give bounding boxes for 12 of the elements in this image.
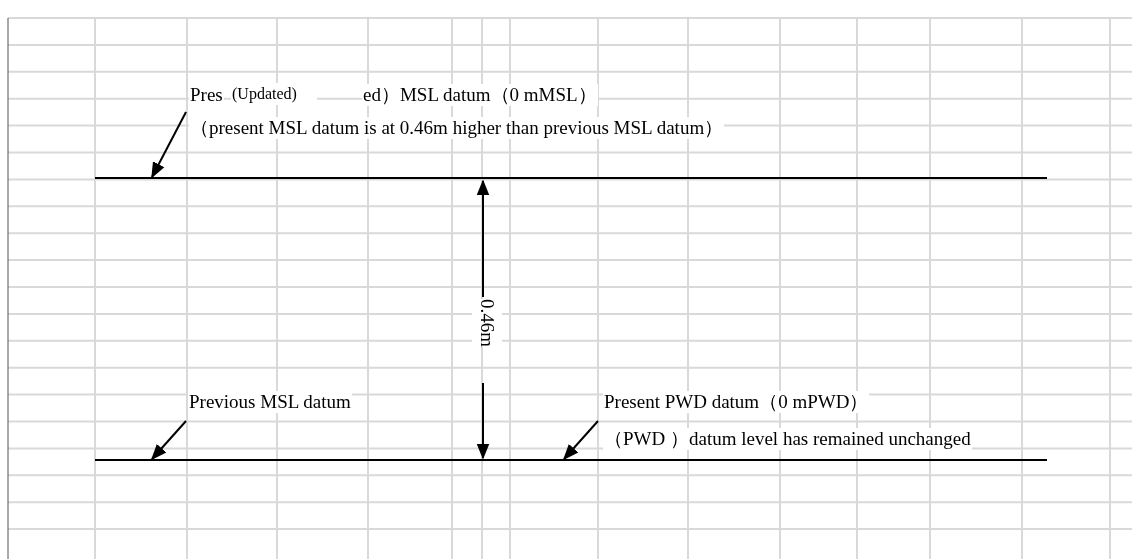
- callout-text: （PWD ）datum level has remained unchanged: [603, 428, 972, 450]
- callout-text: ed）MSL datum（0 mMSL）: [362, 84, 598, 106]
- datum-line: [95, 177, 1047, 179]
- callout-text: Present PWD datum（0 mPWD）: [603, 391, 870, 413]
- leader-line: [151, 111, 187, 179]
- datum-line: [95, 459, 1047, 461]
- leader-line: [562, 420, 599, 461]
- dimension-label: 0.46m: [472, 299, 502, 348]
- callout-text: Previous MSL datum: [188, 391, 352, 413]
- leader-line: [150, 420, 187, 461]
- callout-text: （present MSL datum is at 0.46m higher than previous MSL datum）: [189, 117, 725, 139]
- overlay-note: (Updated): [231, 83, 317, 105]
